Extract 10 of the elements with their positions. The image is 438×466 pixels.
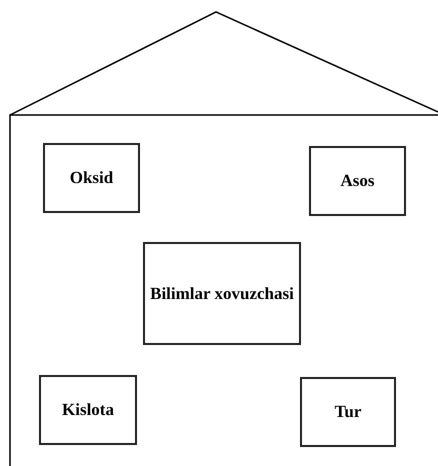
- box-label: Bilimlar xovuzchasi: [150, 282, 294, 304]
- text-box: [143, 242, 301, 345]
- box-label: Kislota: [62, 399, 114, 421]
- text-box: [39, 375, 137, 445]
- text-box: [43, 143, 140, 213]
- text-box: [300, 377, 396, 447]
- text-box: [309, 146, 406, 216]
- box-label: Asos: [340, 170, 374, 192]
- box-label: Tur: [334, 401, 362, 423]
- box-label: Oksid: [70, 167, 114, 189]
